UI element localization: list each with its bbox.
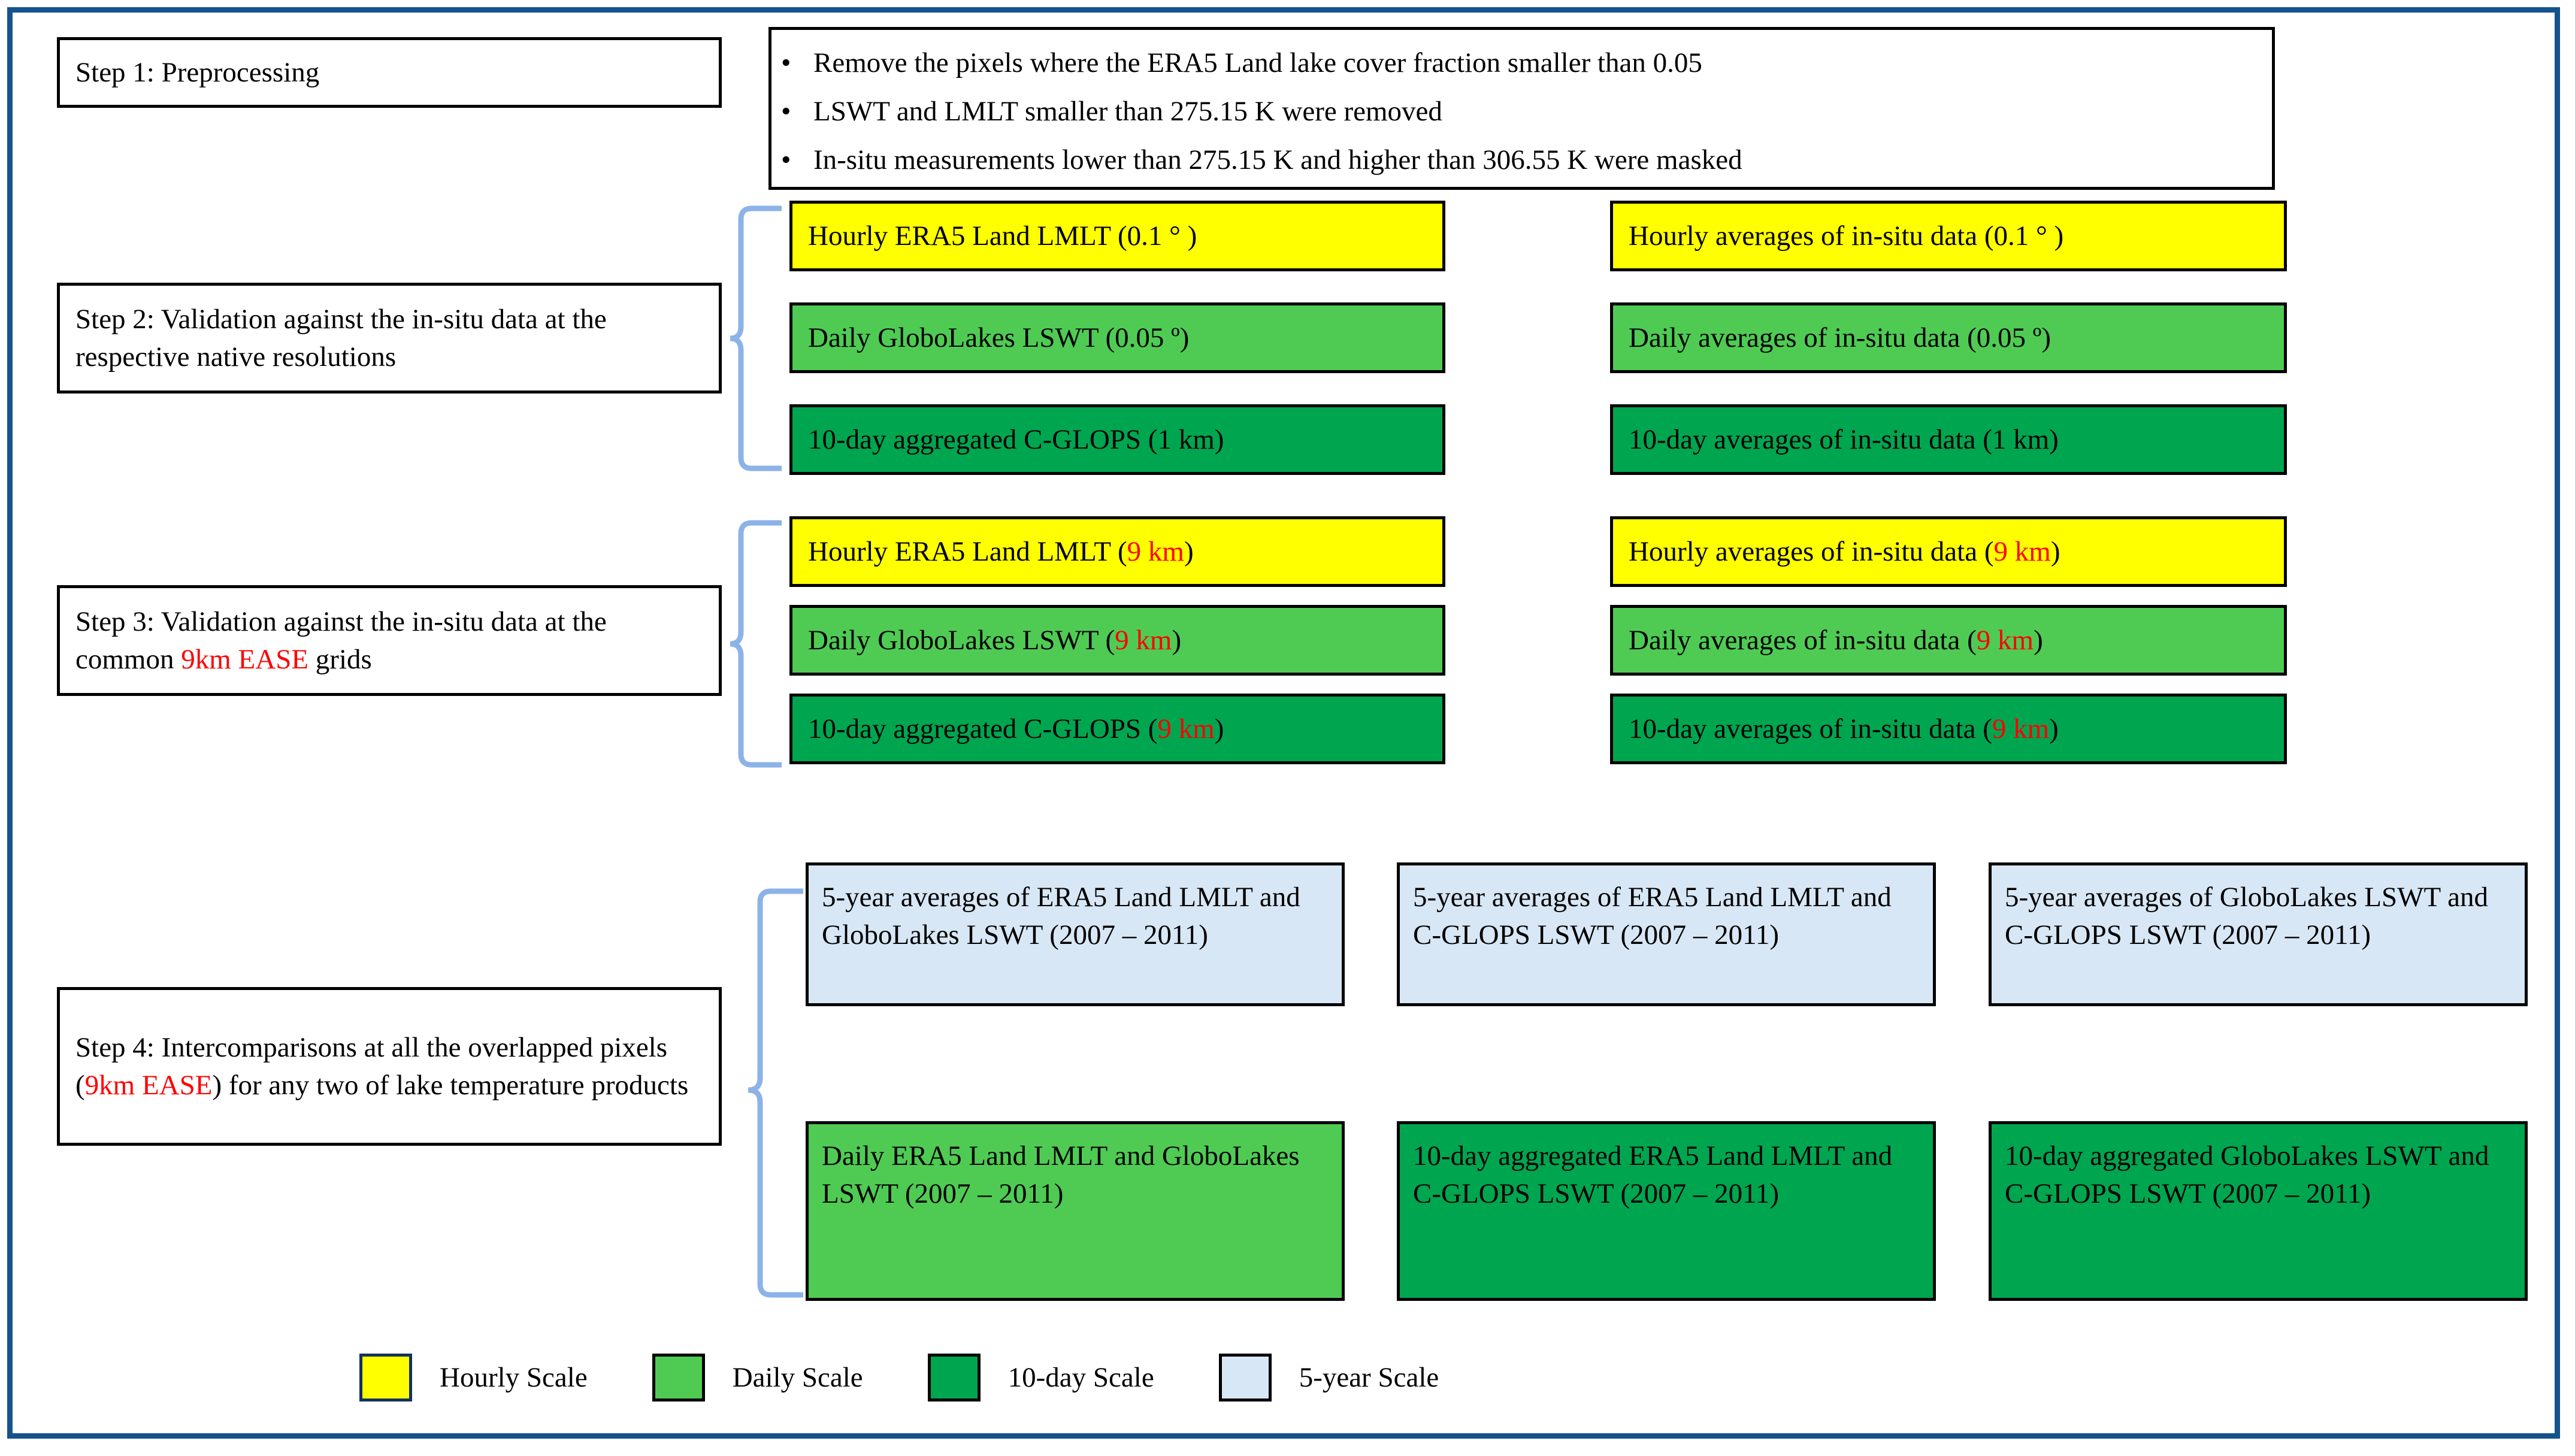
step2-left-box-hourly: Hourly ERA5 Land LMLT (0.1 ° ) [789,201,1445,271]
box-text: Daily averages of in-situ data (9 km) [1629,622,2043,659]
step3-right-box-tenday: 10-day averages of in-situ data (9 km) [1610,694,2287,764]
legend-item-daily: Daily Scale [652,1354,863,1401]
step4-top-box-3: 5-year averages of GloboLakes LSWT and C… [1989,862,2528,1006]
legend-swatch-tenday-icon [927,1354,981,1401]
box-text-highlight: 9 km [1115,624,1172,656]
legend-label-tenday: 10-day Scale [1007,1362,1154,1393]
box-text: 10-day aggregated ERA5 Land LMLT and C-G… [1413,1140,1893,1209]
step4-label-part2: ) for any two of lake temperature produc… [212,1069,689,1101]
box-text: Hourly averages of in-situ data (0.1 ° ) [1629,220,2064,252]
legend-item-fiveyear: 5-year Scale [1218,1354,1439,1401]
box-text-suffix: ) [1214,713,1224,744]
box-text: 5-year averages of GloboLakes LSWT and C… [2005,882,2488,951]
step4-label-box: Step 4: Intercomparisons at all the over… [57,987,722,1146]
box-text-highlight: 9 km [1992,713,2050,744]
step4-top-box-2: 5-year averages of ERA5 Land LMLT and C-… [1397,862,1936,1006]
bullet-text: Remove the pixels where the ERA5 Land la… [813,47,1702,78]
legend-item-hourly: Hourly Scale [359,1354,588,1401]
step3-right-box-daily: Daily averages of in-situ data (9 km) [1610,605,2287,676]
box-text: 10-day averages of in-situ data (1 km) [1629,423,2059,455]
box-text-highlight: 9 km [1157,713,1215,744]
step2-label-text: Step 2: Validation against the in-situ d… [75,303,607,373]
legend-swatch-hourly-icon [359,1354,412,1401]
box-text: Hourly ERA5 Land LMLT (9 km) [808,533,1194,571]
box-text-suffix: ) [1172,624,1182,656]
box-text-prefix: Hourly ERA5 Land LMLT ( [808,535,1127,567]
step4-label-highlight: 9km EASE [84,1069,213,1101]
step2-label-box: Step 2: Validation against the in-situ d… [57,283,722,393]
box-text-prefix: Daily averages of in-situ data ( [1629,624,1977,656]
box-text: Daily ERA5 Land LMLT and GloboLakes LSWT… [822,1140,1300,1209]
step3-left-box-hourly: Hourly ERA5 Land LMLT (9 km) [789,516,1445,587]
step3-left-box-tenday: 10-day aggregated C-GLOPS (9 km) [789,694,1445,764]
box-text-highlight: 9 km [1127,535,1184,567]
legend-label-daily: Daily Scale [732,1362,863,1393]
step2-right-box-daily: Daily averages of in-situ data (0.05 º) [1610,302,2287,373]
bullet-icon: • [781,47,791,78]
box-text-prefix: Daily GloboLakes LSWT ( [808,624,1115,656]
box-text: 10-day averages of in-situ data (9 km) [1629,710,2059,748]
box-text-highlight: 9 km [1976,624,2034,656]
legend-swatch-daily-icon [652,1354,705,1401]
box-text-prefix: Hourly averages of in-situ data ( [1629,535,1994,567]
legend-label-fiveyear: 5-year Scale [1299,1362,1439,1393]
step2-right-box-hourly: Hourly averages of in-situ data (0.1 ° ) [1610,201,2287,271]
box-text: 10-day aggregated GloboLakes LSWT and C-… [2005,1140,2489,1209]
box-text-suffix: ) [1184,535,1194,567]
step1-label-text: Step 1: Preprocessing [75,56,320,88]
step3-label-part2: grids [308,643,372,675]
box-text: Daily GloboLakes LSWT (0.05 º) [808,322,1190,353]
step1-bullet-box: • Remove the pixels where the ERA5 Land … [768,27,2275,190]
step4-top-box-1: 5-year averages of ERA5 Land LMLT and Gl… [806,862,1345,1006]
box-text: Daily averages of in-situ data (0.05 º) [1629,322,2051,353]
step4-bottom-box-2: 10-day aggregated ERA5 Land LMLT and C-G… [1397,1121,1936,1301]
list-item: • In-situ measurements lower than 275.15… [781,141,1742,179]
box-text-suffix: ) [2034,624,2043,656]
legend: Hourly Scale Daily Scale 10-day Scale 5-… [359,1342,2228,1413]
step3-label-text: Step 3: Validation against the in-situ d… [75,603,708,679]
step3-label-box: Step 3: Validation against the in-situ d… [57,585,722,696]
step3-right-box-hourly: Hourly averages of in-situ data (9 km) [1610,516,2287,587]
bullet-text: In-situ measurements lower than 275.15 K… [813,144,1742,175]
box-text-prefix: 10-day averages of in-situ data ( [1629,713,1992,744]
bullet-icon: • [781,95,791,127]
legend-swatch-fiveyear-icon [1218,1354,1272,1401]
step4-label-part1: Step 4: Intercomparisons at all the over… [75,1031,668,1101]
step4-bottom-box-1: Daily ERA5 Land LMLT and GloboLakes LSWT… [806,1121,1345,1301]
step3-label-part1: Step 3: Validation against the in-situ d… [75,606,607,675]
box-text-suffix: ) [2049,713,2059,744]
legend-label-hourly: Hourly Scale [440,1362,588,1393]
bullet-icon: • [781,144,791,175]
step2-left-box-daily: Daily GloboLakes LSWT (0.05 º) [789,302,1445,373]
bullet-text: LSWT and LMLT smaller than 275.15 K were… [813,95,1442,127]
step2-left-box-tenday: 10-day aggregated C-GLOPS (1 km) [789,404,1445,475]
box-text-highlight: 9 km [1993,535,2051,567]
legend-item-tenday: 10-day Scale [927,1354,1154,1401]
box-text-prefix: 10-day aggregated C-GLOPS ( [808,713,1158,744]
step1-label-box: Step 1: Preprocessing [57,37,722,108]
box-text: 10-day aggregated C-GLOPS (1 km) [808,423,1224,455]
step2-right-box-tenday: 10-day averages of in-situ data (1 km) [1610,404,2287,475]
box-text: 5-year averages of ERA5 Land LMLT and C-… [1413,882,1892,951]
box-text-suffix: ) [2050,535,2060,567]
box-text: Hourly ERA5 Land LMLT (0.1 ° ) [808,220,1197,252]
step4-bottom-box-3: 10-day aggregated GloboLakes LSWT and C-… [1989,1121,2528,1301]
box-text: 10-day aggregated C-GLOPS (9 km) [808,710,1224,748]
step1-bullet-list: • Remove the pixels where the ERA5 Land … [771,44,1742,179]
list-item: • Remove the pixels where the ERA5 Land … [781,44,1742,82]
box-text: 5-year averages of ERA5 Land LMLT and Gl… [822,882,1300,951]
box-text: Daily GloboLakes LSWT (9 km) [808,622,1181,659]
step3-left-box-daily: Daily GloboLakes LSWT (9 km) [789,605,1445,676]
step4-label-text: Step 4: Intercomparisons at all the over… [75,1029,708,1104]
box-text: Hourly averages of in-situ data (9 km) [1629,533,2060,571]
step3-label-highlight: 9km EASE [181,643,309,675]
list-item: • LSWT and LMLT smaller than 275.15 K we… [781,93,1742,131]
